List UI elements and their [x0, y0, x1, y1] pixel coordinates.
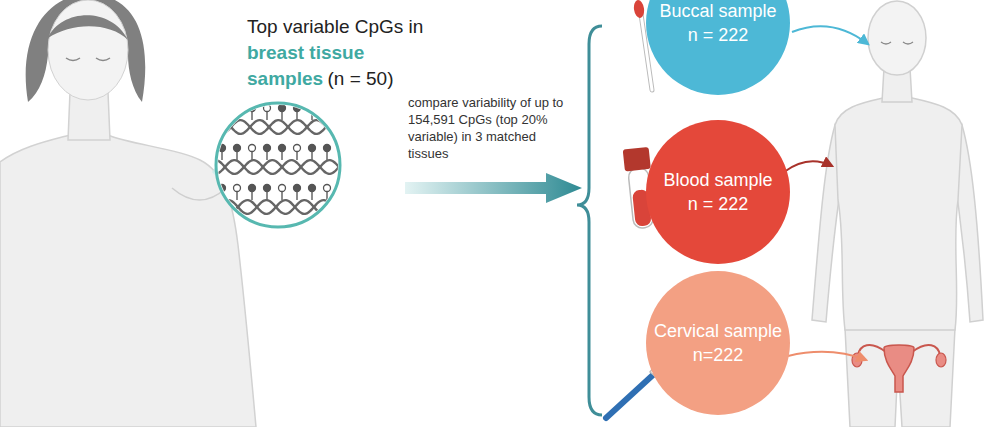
cpg-site: [324, 105, 331, 112]
cpg-stick: [296, 191, 298, 200]
cpg-site: [294, 145, 301, 152]
cpg-stick: [326, 151, 328, 160]
heading-text: Top variable CpGs in: [247, 16, 423, 37]
cpg-stick: [326, 111, 328, 120]
sample-name: Buccal sample: [659, 0, 776, 23]
circle-fill: [646, 0, 790, 95]
sample-circle: Buccal samplen = 222: [646, 0, 790, 95]
sample-count: n = 222: [688, 192, 749, 216]
dna-strand: [212, 160, 344, 174]
cpg-stick: [311, 111, 313, 120]
sample-count: n=222: [693, 343, 744, 367]
dna-strand: [212, 120, 344, 134]
dna-strand: [212, 120, 344, 134]
cpg-site: [264, 145, 271, 152]
cpg-site: [324, 185, 331, 192]
cpg-site: [279, 185, 286, 192]
heading-block: Top variable CpGs in breast tissue sampl…: [247, 14, 428, 92]
cpg-site: [219, 145, 226, 152]
cpg-site: [264, 185, 271, 192]
cpg-stick: [281, 151, 283, 160]
sample-circle: Cervical samplen=222: [646, 271, 790, 415]
cpg-stick: [221, 111, 223, 120]
cpg-site: [294, 185, 301, 192]
cpg-stick: [251, 151, 253, 160]
cpg-stick: [326, 191, 328, 200]
cpg-stick: [266, 191, 268, 200]
left-woman: [0, 0, 256, 427]
cpg-stick: [311, 151, 313, 160]
cpg-stick: [236, 111, 238, 120]
circle-fill: [646, 120, 790, 264]
sample-name: Cervical sample: [654, 319, 782, 343]
site-arrow: [784, 161, 832, 172]
circle-fill: [646, 271, 790, 415]
dna-strand: [212, 160, 344, 174]
brace: [577, 26, 602, 415]
cpg-stick: [221, 151, 223, 160]
circle-texts: Buccal samplen = 222: [646, 0, 790, 95]
cpg-stick: [296, 151, 298, 160]
cpg-stick: [281, 111, 283, 120]
cpg-site: [324, 145, 331, 152]
cpg-site: [309, 105, 316, 112]
cpg-stick: [221, 191, 223, 200]
sample-circle: Blood samplen = 222: [646, 120, 790, 264]
cpg-site: [234, 145, 241, 152]
circle-texts: Cervical samplen=222: [646, 271, 790, 415]
cpg-stick: [251, 111, 253, 120]
sample-count: n = 222: [688, 23, 749, 47]
dna-strand: [212, 200, 344, 214]
circle-shape: [646, 120, 790, 264]
cpg-site: [264, 105, 271, 112]
note-block: compare variability of up to 154,591 CpG…: [408, 94, 568, 162]
cpg-site: [234, 185, 241, 192]
cpg-stick: [236, 151, 238, 160]
sample-name: Blood sample: [663, 168, 772, 192]
site-arrow: [792, 26, 868, 44]
dna-strands: [212, 105, 344, 214]
cpg-stick: [251, 191, 253, 200]
heading-text: (n = 50): [328, 68, 394, 89]
cpg-site: [249, 185, 256, 192]
cpg-site: [309, 145, 316, 152]
cpg-site: [279, 145, 286, 152]
cpg-site: [249, 105, 256, 112]
cpg-stick: [296, 111, 298, 120]
note-text: compare variability of up to 154,591 CpG…: [408, 95, 563, 161]
dna-strand: [212, 200, 344, 214]
cpg-site: [234, 105, 241, 112]
circle-shape: [646, 271, 790, 415]
cpg-site: [249, 145, 256, 152]
flow-arrow: [405, 173, 582, 203]
cpg-site: [294, 105, 301, 112]
circle-texts: Blood samplen = 222: [646, 120, 790, 264]
cpg-stick: [266, 111, 268, 120]
cpg-site: [309, 185, 316, 192]
cpg-site: [279, 105, 286, 112]
cpg-stick: [266, 151, 268, 160]
right-woman: [812, 1, 983, 427]
site-arrow: [788, 352, 866, 360]
cpg-stick: [281, 191, 283, 200]
cpg-stick: [311, 191, 313, 200]
cpg-site: [219, 105, 226, 112]
cpg-stick: [236, 191, 238, 200]
cpg-site: [219, 185, 226, 192]
